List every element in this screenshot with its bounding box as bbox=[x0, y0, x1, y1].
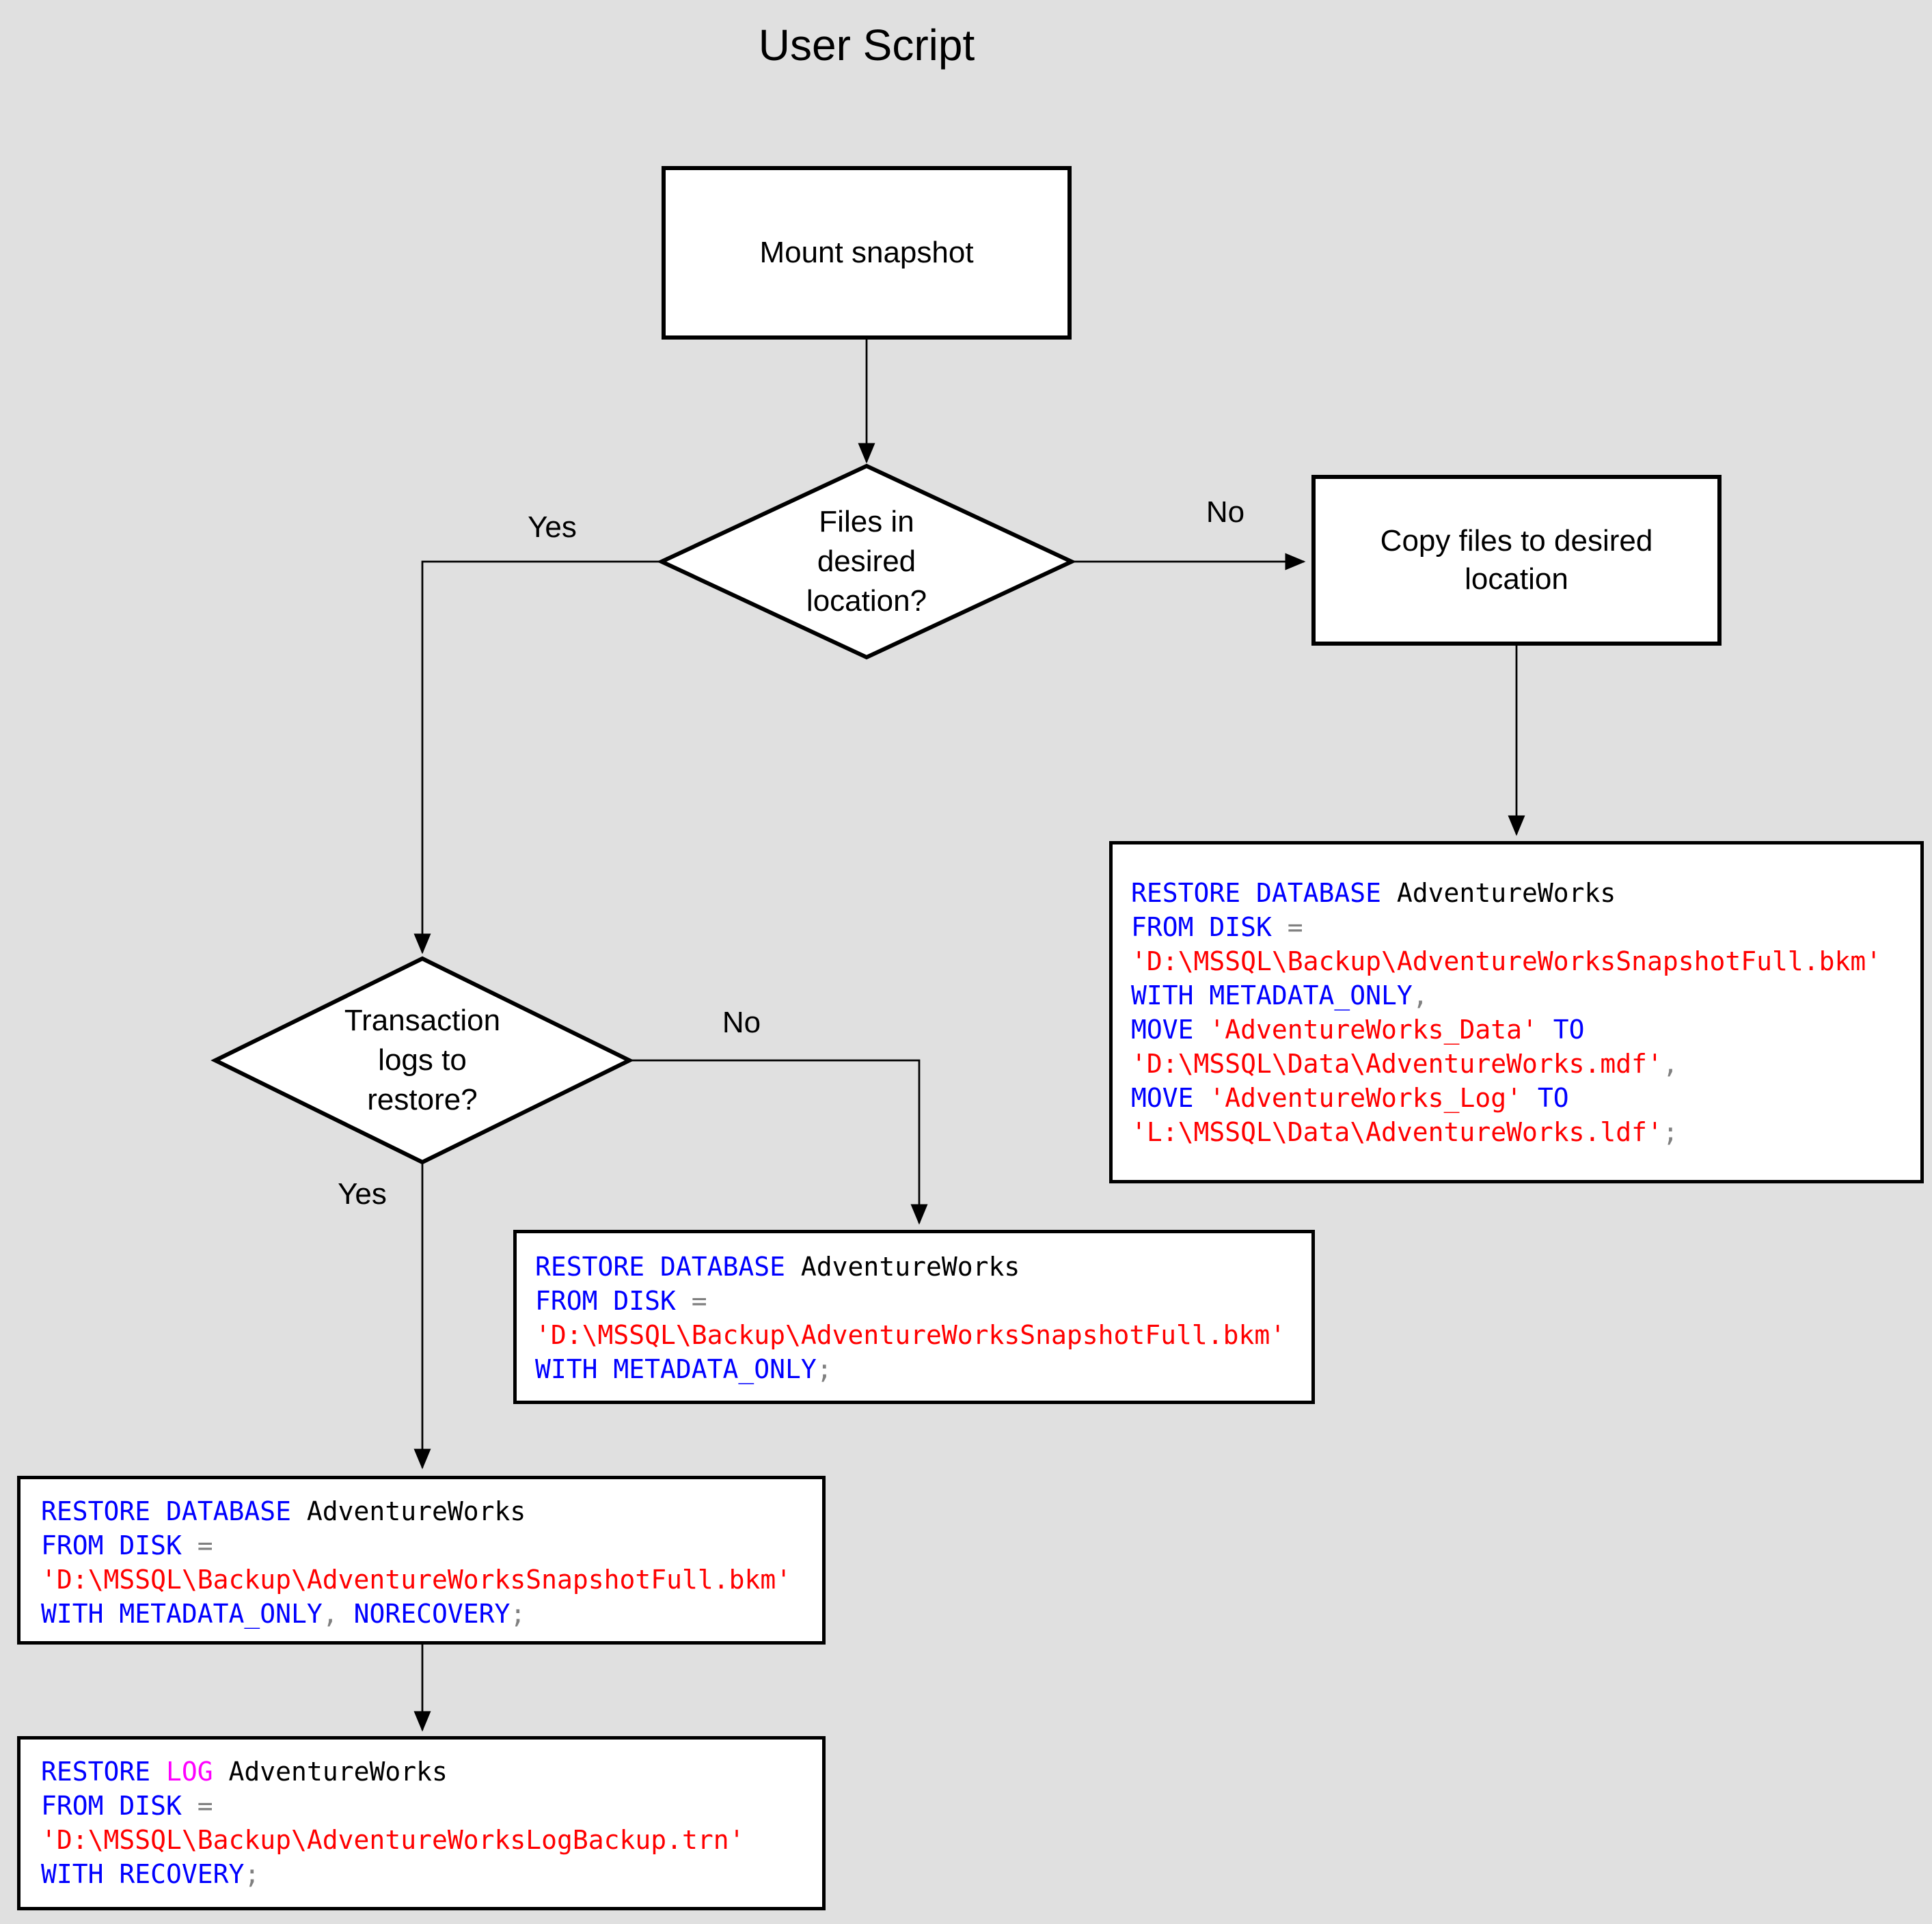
code-line: WITH METADATA_ONLY, NORECOVERY; bbox=[41, 1599, 526, 1629]
mount-snapshot-label: Mount snapshot bbox=[759, 236, 974, 269]
code-line: FROM DISK = bbox=[1131, 912, 1303, 942]
code-line: RESTORE LOG AdventureWorks bbox=[41, 1757, 448, 1787]
code-line: 'D:\MSSQL\Backup\AdventureWorksLogBackup… bbox=[41, 1825, 745, 1855]
logs-decision-label: Transaction logs to restore? bbox=[344, 1004, 501, 1116]
edge-logs-no-to-restore-metadata-code bbox=[629, 1059, 928, 1225]
code-line: FROM DISK = bbox=[41, 1791, 213, 1821]
code-line: WITH METADATA_ONLY; bbox=[535, 1354, 832, 1384]
mount-snapshot-box: Mount snapshot bbox=[662, 166, 1072, 340]
files-decision-label: Files in desired location? bbox=[806, 505, 927, 618]
code-line: RESTORE DATABASE AdventureWorks bbox=[1131, 878, 1616, 908]
code-line: 'D:\MSSQL\Data\AdventureWorks.mdf', bbox=[1131, 1049, 1678, 1079]
code-line: MOVE 'AdventureWorks_Log' TO bbox=[1131, 1083, 1569, 1113]
files-decision-diamond bbox=[656, 463, 1077, 660]
code-line: 'D:\MSSQL\Backup\AdventureWorksSnapshotF… bbox=[1131, 946, 1882, 976]
page-title: User Script bbox=[758, 20, 975, 70]
logs-decision-diamond bbox=[210, 956, 634, 1165]
edge-files-yes-to-logs-decision bbox=[413, 560, 662, 954]
copy-files-box: Copy files to desired location bbox=[1311, 475, 1722, 646]
files-no-label: No bbox=[1206, 495, 1245, 529]
code-line: 'D:\MSSQL\Backup\AdventureWorksSnapshotF… bbox=[41, 1565, 792, 1595]
code-line: 'D:\MSSQL\Backup\AdventureWorksSnapshotF… bbox=[535, 1320, 1286, 1350]
code-line: WITH RECOVERY; bbox=[41, 1859, 260, 1889]
code-line: 'L:\MSSQL\Data\AdventureWorks.ldf'; bbox=[1131, 1117, 1678, 1147]
code-line: RESTORE DATABASE AdventureWorks bbox=[41, 1496, 526, 1526]
logs-yes-label: Yes bbox=[338, 1177, 387, 1211]
code-line: MOVE 'AdventureWorks_Data' TO bbox=[1131, 1015, 1585, 1045]
code-line: RESTORE DATABASE AdventureWorks bbox=[535, 1252, 1020, 1282]
code-line: WITH METADATA_ONLY, bbox=[1131, 980, 1428, 1011]
logs-no-label: No bbox=[722, 1006, 761, 1039]
files-yes-label: Yes bbox=[528, 510, 577, 544]
code-line: FROM DISK = bbox=[535, 1286, 707, 1316]
code-line: FROM DISK = bbox=[41, 1530, 213, 1561]
